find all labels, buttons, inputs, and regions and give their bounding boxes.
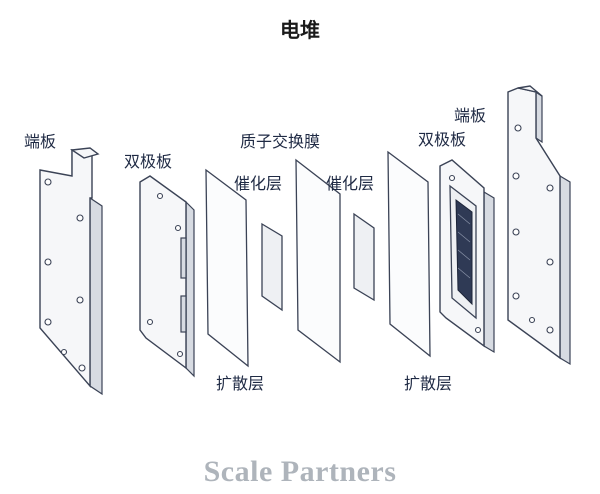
diagram-title: 电堆 [280,18,320,42]
label-bipolar-plate-left: 双极板 [124,152,173,171]
bipolar-plate-right [439,159,495,354]
catalyst-layer-right [353,212,375,302]
label-gas-diffusion-layer-left: 扩散层 [216,374,265,393]
label-end-plate-right: 端板 [454,106,487,125]
label-catalyst-layer-left: 催化层 [234,174,283,193]
label-end-plate-left: 端板 [24,132,57,151]
label-catalyst-layer-right: 催化层 [326,174,375,193]
end-plate-left [39,147,103,396]
proton-exchange-membrane [295,158,341,364]
label-proton-exchange-membrane: 质子交换膜 [240,132,321,151]
watermark: Scale Partners [203,455,397,488]
gas-diffusion-layer-right [387,150,431,358]
gas-diffusion-layer-left [205,168,249,368]
label-bipolar-plate-right: 双极板 [418,130,467,149]
label-gas-diffusion-layer-right: 扩散层 [404,374,453,393]
catalyst-layer-left [261,222,283,312]
bipolar-plate-left [139,175,195,378]
end-plate-right [507,85,571,366]
